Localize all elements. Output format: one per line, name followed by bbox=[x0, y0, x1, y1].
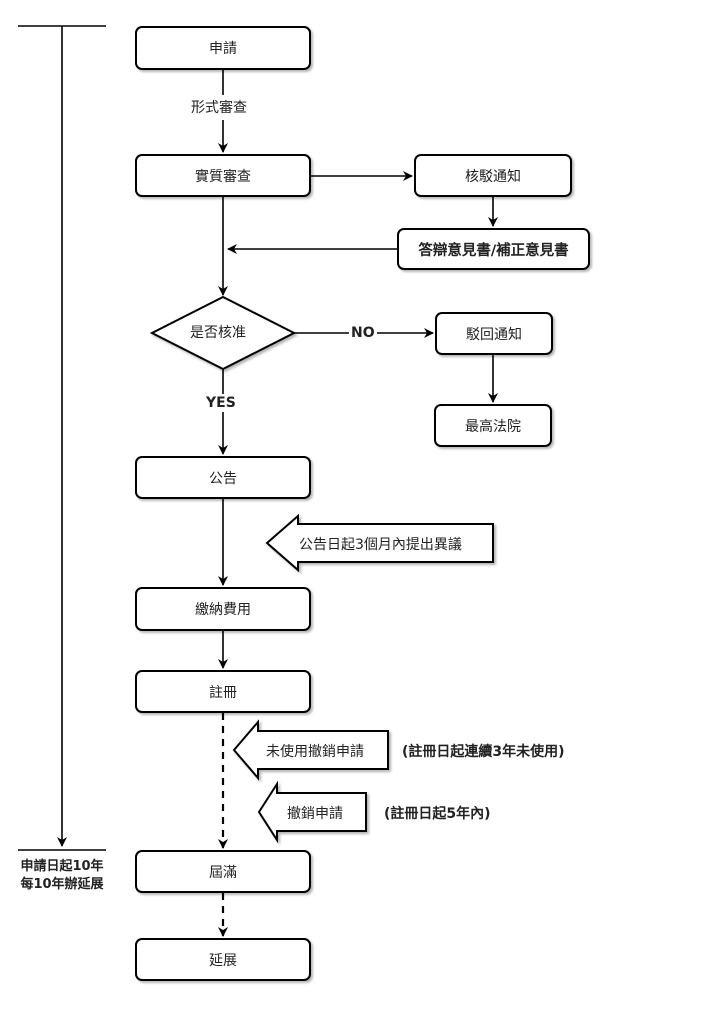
node-renewal[interactable]: 延展 bbox=[135, 938, 311, 981]
node-dismissal-notice-label: 駁回通知 bbox=[466, 326, 522, 343]
revocation-callout-text: 撤銷申請 bbox=[287, 806, 343, 822]
timeline-label: 申請日起10年 每10年辦延展 bbox=[16, 858, 108, 894]
decision-label: 是否核准 bbox=[190, 325, 246, 341]
no-label: NO bbox=[349, 324, 377, 342]
node-response[interactable]: 答辯意見書/補正意見書 bbox=[397, 228, 590, 270]
node-pay-fees-label: 繳納費用 bbox=[195, 602, 251, 618]
non-use-revocation-callout-text: 未使用撤銷申請 bbox=[266, 744, 364, 760]
opposition-arrow-shape bbox=[265, 513, 494, 573]
non-use-revocation-arrow-shape bbox=[232, 719, 389, 781]
node-pay-fees[interactable]: 繳納費用 bbox=[135, 587, 311, 631]
node-rejection-notice-label: 核駁通知 bbox=[465, 168, 521, 185]
node-dismissal-notice[interactable]: 駁回通知 bbox=[435, 312, 553, 355]
timeline-line-1: 申請日起10年 bbox=[20, 859, 104, 874]
revocation-period-note: (註冊日起5年內) bbox=[384, 806, 491, 822]
node-publication[interactable]: 公告 bbox=[135, 456, 311, 499]
node-apply[interactable]: 申請 bbox=[135, 26, 311, 70]
decision-diamond[interactable] bbox=[149, 295, 297, 371]
node-response-label: 答辯意見書/補正意見書 bbox=[418, 242, 569, 259]
opposition-callout-text: 公告日起3個月內提出異議 bbox=[299, 537, 462, 553]
node-rejection-notice[interactable]: 核駁通知 bbox=[414, 154, 572, 197]
node-substantive-review-label: 實質審查 bbox=[195, 168, 251, 185]
node-supreme-court[interactable]: 最高法院 bbox=[434, 404, 552, 447]
non-use-period-note: (註冊日起連續3年未使用) bbox=[402, 744, 565, 760]
node-publication-label: 公告 bbox=[209, 470, 237, 487]
node-registration-label: 註冊 bbox=[209, 684, 237, 701]
revocation-arrow-shape bbox=[257, 780, 367, 844]
node-expiry[interactable]: 屆滿 bbox=[135, 850, 311, 893]
node-expiry-label: 屆滿 bbox=[209, 864, 237, 881]
node-substantive-review[interactable]: 實質審查 bbox=[135, 154, 311, 197]
yes-label: YES bbox=[206, 394, 236, 412]
node-apply-label: 申請 bbox=[209, 41, 237, 57]
node-renewal-label: 延展 bbox=[209, 952, 237, 969]
node-supreme-court-label: 最高法院 bbox=[465, 418, 521, 435]
node-registration[interactable]: 註冊 bbox=[135, 670, 311, 713]
formal-review-label: 形式審查 bbox=[191, 99, 247, 117]
timeline-line-2: 每10年辦延展 bbox=[20, 877, 104, 892]
